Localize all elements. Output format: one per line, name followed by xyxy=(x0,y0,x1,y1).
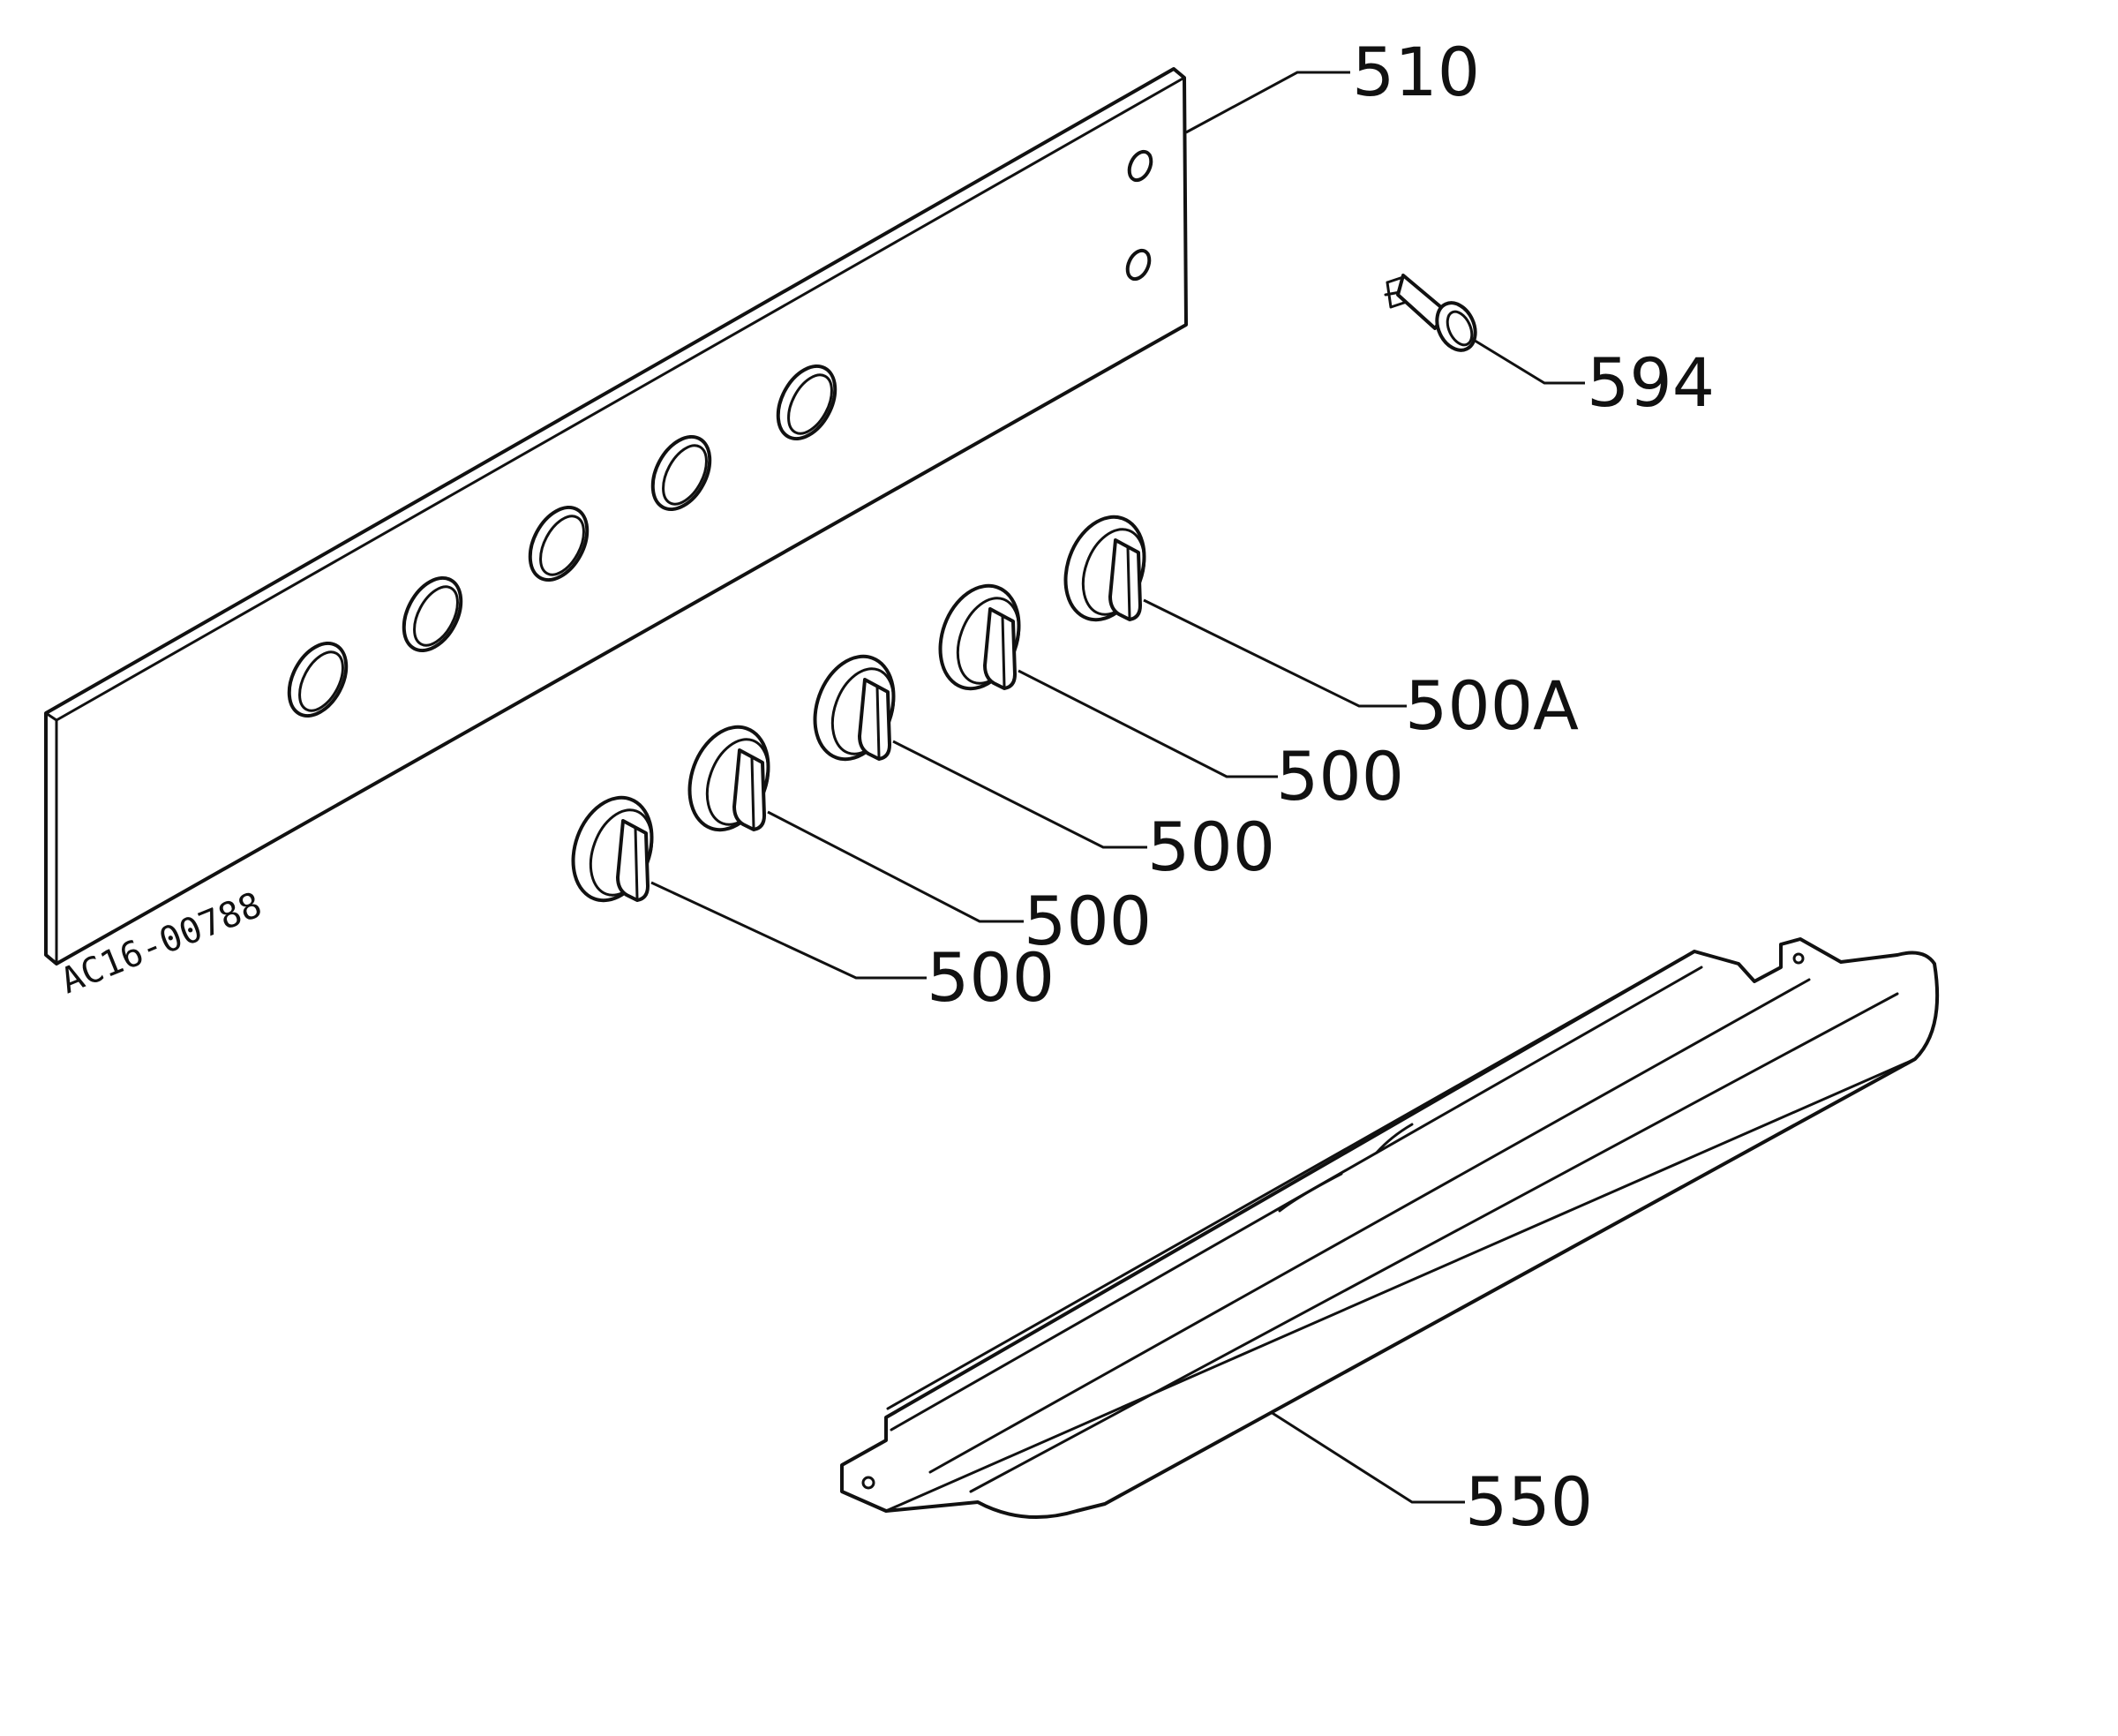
callout-500: 500 xyxy=(1024,882,1152,960)
callout-594: 594 xyxy=(1587,343,1715,422)
panel-knob-hole xyxy=(287,641,349,718)
leader-line-500a xyxy=(1143,598,1407,708)
panel-knob-hole xyxy=(528,505,590,582)
trim-strip xyxy=(840,937,1940,1520)
callout-500: 500 xyxy=(1147,808,1275,886)
indicator-lamp xyxy=(1384,274,1477,352)
panel-knob-hole xyxy=(776,364,837,441)
callout-500: 500 xyxy=(1276,737,1404,815)
leader-line-510 xyxy=(1185,71,1350,134)
control-knob xyxy=(938,583,1021,691)
control-knob xyxy=(571,795,654,903)
control-knob xyxy=(687,725,770,832)
panel-knob-hole xyxy=(402,575,463,653)
leader-line-500-3 xyxy=(767,810,1024,923)
leader-line-594 xyxy=(1471,337,1585,385)
leader-line-500-1 xyxy=(1018,669,1278,778)
leader-line-550 xyxy=(1270,1410,1465,1504)
callout-500: 500 xyxy=(927,938,1055,1017)
panel-knob-hole xyxy=(650,434,712,512)
callout-550: 550 xyxy=(1465,1462,1593,1541)
control-knob xyxy=(1063,515,1146,622)
control-knob xyxy=(813,654,896,762)
leader-line-500-4 xyxy=(650,881,927,980)
callout-510: 510 xyxy=(1352,33,1480,111)
panel-small-hole xyxy=(1125,248,1152,282)
control-panel xyxy=(44,67,1188,966)
leader-line-500-2 xyxy=(892,740,1147,849)
panel-small-hole xyxy=(1127,149,1153,183)
callout-500a: 500A xyxy=(1405,666,1579,745)
